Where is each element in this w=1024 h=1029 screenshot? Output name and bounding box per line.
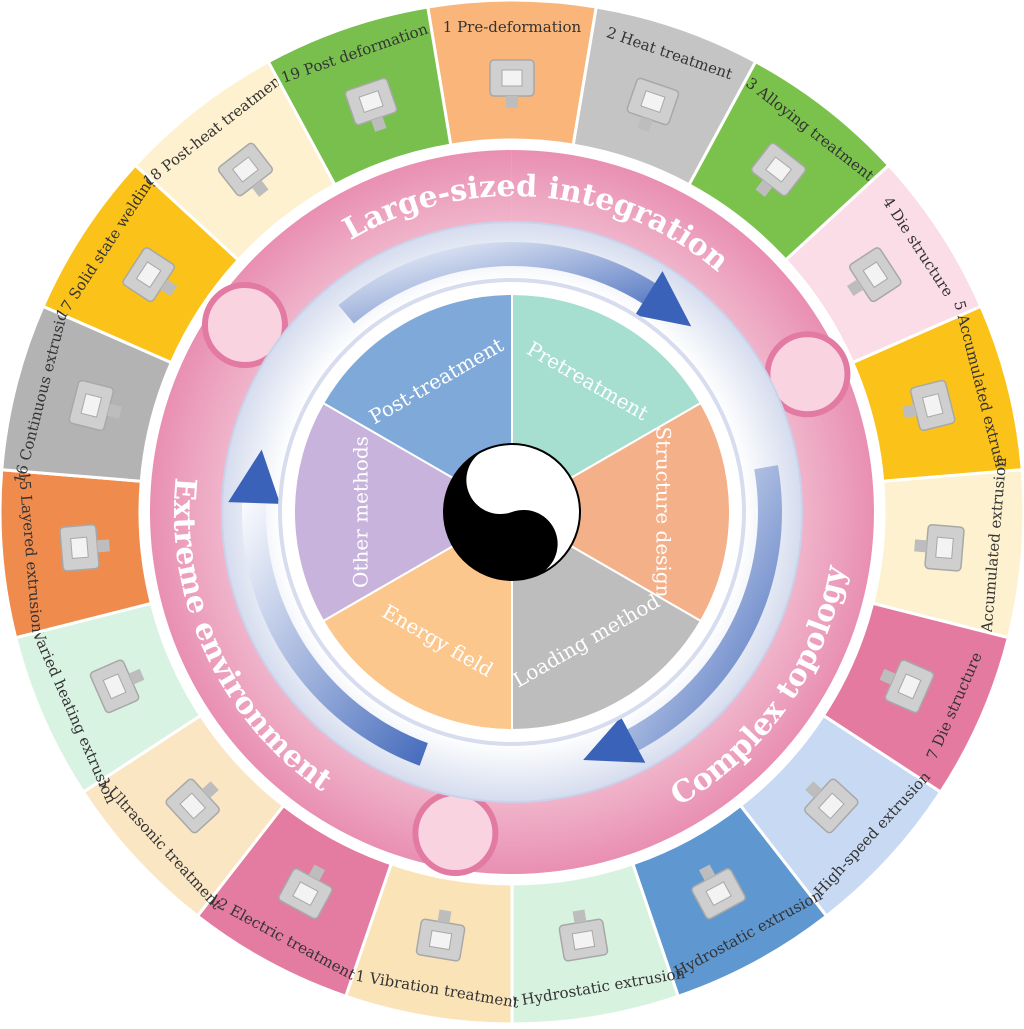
welding-icon [122,247,178,303]
high-speed-icon [804,778,859,834]
pie-slice-fill [321,292,513,514]
center-bottom-label: Mg [501,527,551,562]
band-node [201,282,288,369]
ultrasonic-icon [165,778,220,834]
outer-segment: 16 Continuous extrusion [0,300,174,486]
band-node [412,790,499,877]
pie-slice-fill [321,510,513,732]
die-structure-icon [846,247,902,303]
outer-segment: 11 Vibration treatment [343,861,520,1026]
die-structure-icon [879,659,935,714]
pie-slice-fill [511,292,703,514]
lightning-icon [278,864,333,920]
pie-slice-label: Other methods [349,436,373,588]
vibration-icon [415,909,466,962]
extrusion-icon [914,523,965,572]
outer-segment: 17 Solid state welding [41,163,241,365]
hydrostatic-icon [558,909,609,962]
alloying-icon [751,142,807,197]
outer-segment: 19 Post deformation [266,5,453,187]
pie-slice: Other methods [293,401,515,623]
cycle-arrow [228,449,428,766]
pie-slice: Energy field [321,510,513,732]
pie-slice-label: Structure design [652,426,676,597]
extrusion-icon [902,379,956,432]
heat-treatment-icon [626,77,680,132]
pie-slice: Pretreatment [511,292,703,514]
cycle-arrow [583,465,782,763]
pre-deformation-icon [489,59,535,108]
outer-segment: 10 Hydrostatic extrusion [497,861,687,1026]
outer-segment: 1 Pre-deformation [426,0,598,147]
cycle-arrow [338,242,692,327]
pie-slice: Loading method [509,510,703,732]
continuous-icon [68,379,122,432]
heating-icon [89,659,145,714]
heat-treatment-icon [217,142,273,197]
pie-slice-fill [293,401,515,623]
layered-icon [59,523,110,572]
outer-segment: 8 High-speed extrusion [738,713,943,919]
post-deformation-icon [344,77,398,132]
pie-slice-fill [509,401,731,623]
yin-yang-dark [444,448,558,580]
center-top-label: Al [481,473,513,508]
pie-slice-fill [511,510,703,732]
outer-segment: 6 Accumulated extrusion [870,456,1024,647]
outer-segment-label: 1 Pre-deformation [443,18,582,36]
pie-slice: Post-treatment [321,292,513,514]
outer-segment: 15 Layered extrusion [0,468,154,640]
pie-slice: Structure design [509,401,731,623]
hydrostatic-icon [691,864,746,920]
